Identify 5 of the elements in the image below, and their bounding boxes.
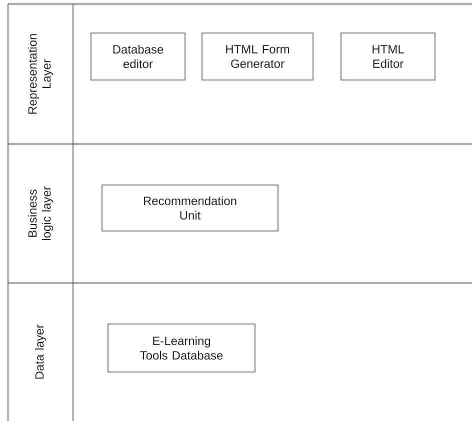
component-box: Database editor <box>90 32 186 80</box>
component-box: HTML Form Generator <box>202 32 314 80</box>
component-box: HTML Editor <box>340 32 436 80</box>
component-box: Recommendation Unit <box>102 184 278 232</box>
component-box: E-Learning Tools Database <box>108 324 256 372</box>
